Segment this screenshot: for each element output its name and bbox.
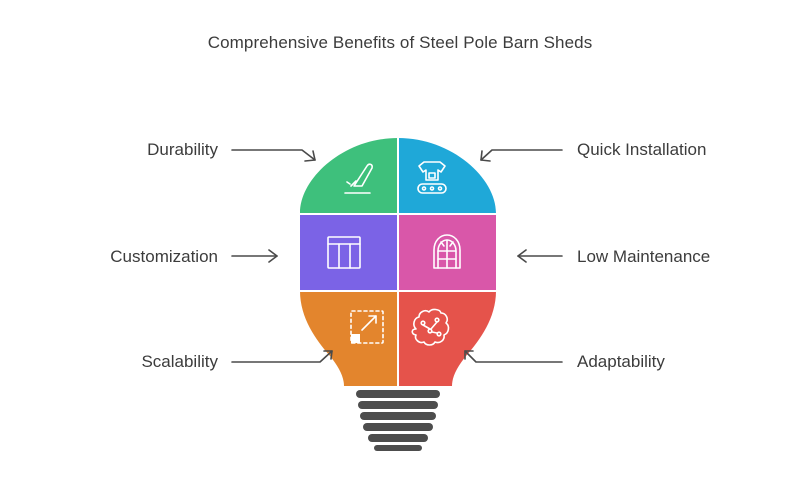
layout-grid-icon — [327, 236, 361, 269]
segment-quick-installation — [398, 138, 496, 214]
bulb-base — [356, 390, 440, 451]
arched-window-icon — [433, 234, 461, 269]
label-scalability: Scalability — [141, 352, 218, 371]
arrow-adaptability — [464, 350, 563, 363]
diagram-title: Comprehensive Benefits of Steel Pole Bar… — [207, 33, 593, 52]
arrow-durability — [231, 149, 316, 161]
arrow-quick-installation-head — [480, 150, 491, 162]
label-quick-installation: Quick Installation — [577, 140, 707, 159]
label-customization: Customization — [110, 247, 218, 266]
knife-icon — [344, 163, 373, 194]
arrow-adaptability-head — [464, 350, 474, 360]
arrow-durability-head — [304, 150, 316, 162]
arrow-quick-installation — [480, 149, 563, 161]
brain-icon — [411, 308, 450, 346]
arrow-scalability-head — [323, 350, 333, 360]
segment-customization — [300, 214, 398, 291]
label-adaptability: Adaptability — [577, 352, 665, 371]
segment-scalability — [300, 291, 398, 386]
conveyor-robot-icon — [417, 161, 447, 194]
arrow-customization-head — [268, 249, 278, 263]
arrow-low-maintenance-head — [517, 249, 527, 263]
arrow-scalability — [231, 350, 333, 363]
segment-durability — [300, 138, 398, 214]
resize-icon — [350, 310, 384, 344]
segment-low-maintenance — [398, 214, 496, 291]
label-durability: Durability — [147, 140, 218, 159]
label-low-maintenance: Low Maintenance — [577, 247, 711, 266]
segment-adaptability — [398, 291, 496, 386]
